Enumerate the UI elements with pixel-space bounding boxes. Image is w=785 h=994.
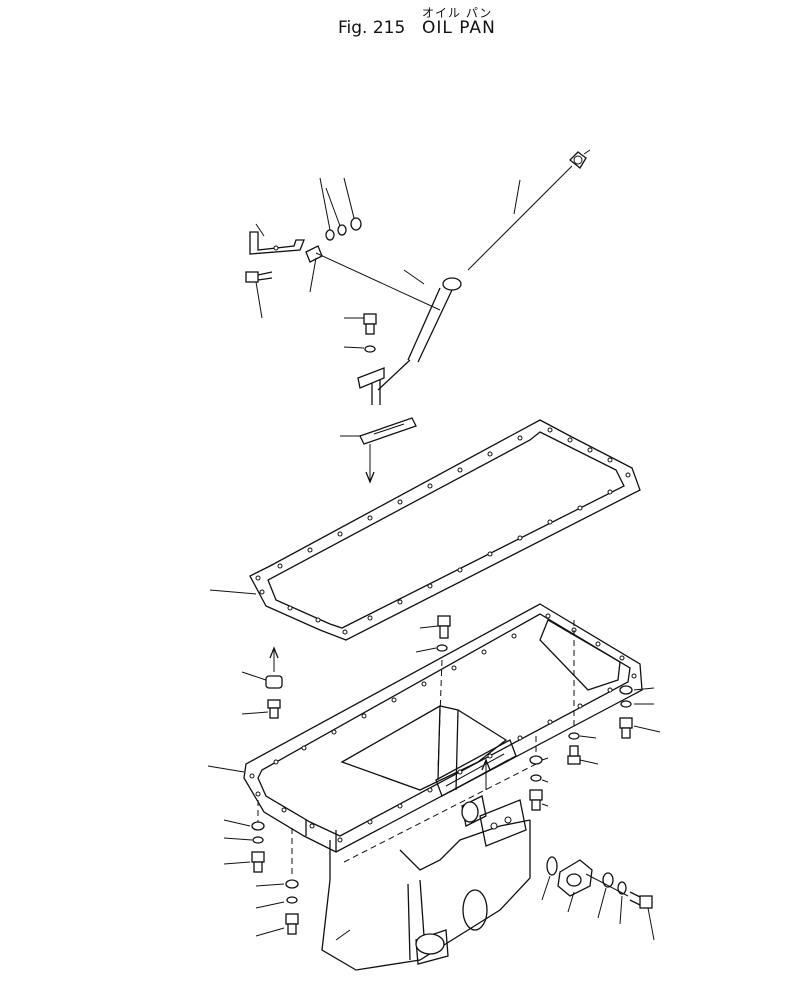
washer-13-low[interactable] <box>285 879 299 889</box>
dipstick-22[interactable] <box>467 149 591 271</box>
washer-15[interactable] <box>568 732 580 740</box>
washer-28[interactable] <box>325 229 335 241</box>
bolt-14[interactable] <box>567 745 581 765</box>
guide-tube-18[interactable] <box>357 277 462 405</box>
gasket-holes <box>255 427 631 635</box>
washer-6[interactable] <box>602 872 614 888</box>
bolt-9[interactable] <box>529 789 543 811</box>
arrow-up-b <box>481 758 491 771</box>
washer-13-left[interactable] <box>251 821 265 831</box>
japanese-title: オイル パン <box>422 6 493 20</box>
leader-lines <box>207 177 661 941</box>
washer-12-mid[interactable] <box>530 774 542 782</box>
o-ring-3[interactable] <box>546 856 558 876</box>
bolt-16[interactable] <box>437 615 451 639</box>
gasket-19[interactable] <box>359 417 417 445</box>
bolt-4[interactable] <box>629 891 653 909</box>
bolt-8[interactable] <box>619 717 633 739</box>
pan-flange-holes <box>249 613 637 843</box>
arrow-up <box>269 646 279 659</box>
clip-24[interactable] <box>305 245 323 263</box>
washer-5[interactable] <box>617 881 627 895</box>
oil-pan-1[interactable] <box>243 603 643 971</box>
arrow-down <box>365 471 375 484</box>
nut-26[interactable] <box>350 217 362 231</box>
figure-number: Fig. 215 <box>338 18 406 38</box>
oil-pan-gasket-7[interactable] <box>249 419 641 641</box>
washer-12-right[interactable] <box>620 700 632 708</box>
bolt-25[interactable] <box>245 271 273 283</box>
figure-header: オイル パン Fig. 215 OIL PAN <box>300 0 540 45</box>
bolt-20[interactable] <box>363 313 377 335</box>
washer-17[interactable] <box>436 644 448 652</box>
washer-21[interactable] <box>364 345 376 353</box>
washer-12-low[interactable] <box>286 896 298 904</box>
cover-2[interactable] <box>557 859 593 897</box>
washer-12-left[interactable] <box>252 836 264 844</box>
washer-27[interactable] <box>337 224 347 236</box>
bolt-11[interactable] <box>251 851 265 873</box>
figure-name: OIL PAN <box>422 18 496 38</box>
bracket-23[interactable] <box>249 231 441 311</box>
bolt-29[interactable] <box>267 699 281 719</box>
spacer-30[interactable] <box>265 675 283 689</box>
washer-13-mid[interactable] <box>529 755 543 765</box>
washer-13-right[interactable] <box>619 685 633 695</box>
bolt-10[interactable] <box>285 913 299 935</box>
guide-drain <box>585 873 629 897</box>
guide-line-16 <box>437 659 443 771</box>
